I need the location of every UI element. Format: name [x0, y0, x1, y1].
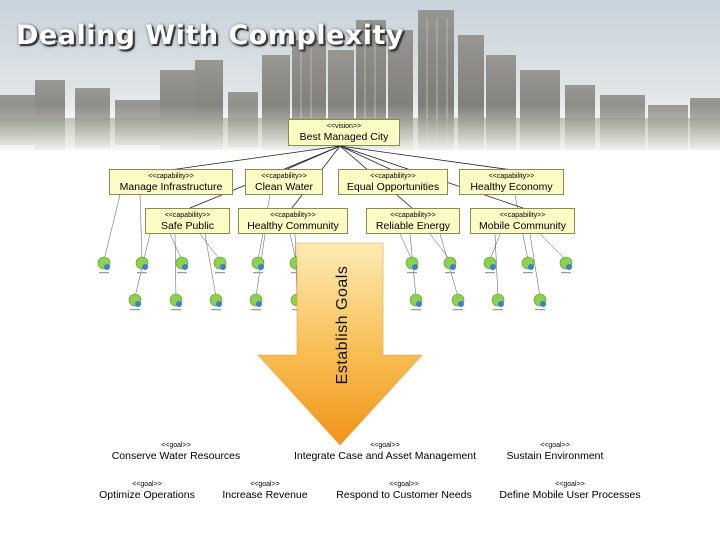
capability-box-healthy-economy[interactable]: <<capability>> Healthy Economy [459, 169, 564, 195]
sub-goal-node-icon [169, 293, 183, 311]
capability-box-manage-infrastructure[interactable]: <<capability>> Manage Infrastructure [109, 169, 233, 195]
sub-goal-node-icon [483, 256, 497, 274]
capability-name: Safe Public [160, 220, 215, 232]
sub-goal-node-icon [251, 256, 265, 274]
establish-goals-label: Establish Goals [334, 265, 351, 385]
sub-goal-node-icon [491, 293, 505, 311]
vision-name: Best Managed City [299, 131, 389, 143]
goal-name: Respond to Customer Needs [336, 489, 472, 501]
sub-goal-node-icon [409, 293, 423, 311]
goal-define-mobile-user-processes[interactable]: <<goal>> Define Mobile User Processes [488, 480, 652, 501]
goal-stereotype: <<goal>> [250, 481, 280, 488]
sub-goal-node-icon [97, 256, 111, 274]
capability-name: Reliable Energy [375, 220, 451, 232]
goal-integrate-case-asset-management[interactable]: <<goal>> Integrate Case and Asset Manage… [282, 441, 488, 462]
sub-goal-node-icon [451, 293, 465, 311]
vision-stereotype: <<vision>> [326, 123, 362, 130]
capability-name: Mobile Community [479, 220, 566, 232]
capability-stereotype: <<capability>> [270, 212, 316, 219]
goal-sustain-environment[interactable]: <<goal>> Sustain Environment [495, 441, 615, 462]
capability-box-reliable-energy[interactable]: <<capability>> Reliable Energy [366, 208, 460, 234]
goal-stereotype: <<goal>> [132, 481, 162, 488]
capability-stereotype: <<capability>> [488, 173, 535, 180]
goal-increase-revenue[interactable]: <<goal>> Increase Revenue [214, 480, 316, 501]
capability-box-mobile-community[interactable]: <<capability>> Mobile Community [470, 208, 575, 234]
goal-stereotype: <<goal>> [370, 442, 400, 449]
sub-goal-node-icon [443, 256, 457, 274]
capability-box-equal-opportunities[interactable]: <<capability>> Equal Opportunities [338, 169, 448, 195]
sub-goal-node-icon [521, 256, 535, 274]
goal-name: Optimize Operations [99, 489, 195, 501]
goal-conserve-water-resources[interactable]: <<goal>> Conserve Water Resources [100, 441, 252, 462]
goal-name: Integrate Case and Asset Management [293, 450, 477, 462]
sub-goal-node-icon [135, 256, 149, 274]
goal-optimize-operations[interactable]: <<goal>> Optimize Operations [86, 480, 208, 501]
goal-stereotype: <<goal>> [161, 442, 191, 449]
capability-name: Healthy Community [247, 220, 339, 232]
goal-stereotype: <<goal>> [555, 481, 585, 488]
goal-respond-to-customer-needs[interactable]: <<goal>> Respond to Customer Needs [326, 480, 482, 501]
capability-name: Manage Infrastructure [119, 181, 223, 193]
goal-name: Conserve Water Resources [111, 450, 241, 462]
page-title: Dealing With Complexity [16, 20, 405, 51]
capability-stereotype: <<capability>> [370, 173, 416, 180]
capability-stereotype: <<capability>> [148, 173, 194, 180]
establish-goals-arrow [257, 242, 423, 446]
capability-stereotype: <<capability>> [390, 212, 436, 219]
sub-goal-node-icon [128, 293, 142, 311]
goal-name: Increase Revenue [222, 489, 308, 501]
sub-goal-node-icon [175, 256, 189, 274]
sub-goal-node-icon [209, 293, 223, 311]
capability-name: Clean Water [255, 181, 313, 193]
vision-box[interactable]: <<vision>> Best Managed City [288, 119, 400, 146]
capability-box-safe-public[interactable]: <<capability>> Safe Public [145, 208, 230, 234]
sub-goal-node-icon [249, 293, 263, 311]
goal-stereotype: <<goal>> [540, 442, 570, 449]
capability-name: Equal Opportunities [346, 181, 440, 193]
goal-name: Sustain Environment [506, 450, 604, 462]
sub-goal-node-icon [533, 293, 547, 311]
sub-goal-node-icon [559, 256, 573, 274]
sub-goal-node-icon [405, 256, 419, 274]
capability-box-healthy-community[interactable]: <<capability>> Healthy Community [238, 208, 348, 234]
capability-box-clean-water[interactable]: <<capability>> Clean Water [245, 169, 323, 195]
goal-stereotype: <<goal>> [389, 481, 419, 488]
capability-stereotype: <<capability>> [499, 212, 546, 219]
goal-name: Define Mobile User Processes [499, 489, 641, 501]
capability-stereotype: <<capability>> [261, 173, 307, 180]
sub-goal-node-icon [213, 256, 227, 274]
capability-name: Healthy Economy [470, 181, 553, 193]
capability-stereotype: <<capability>> [164, 212, 211, 219]
